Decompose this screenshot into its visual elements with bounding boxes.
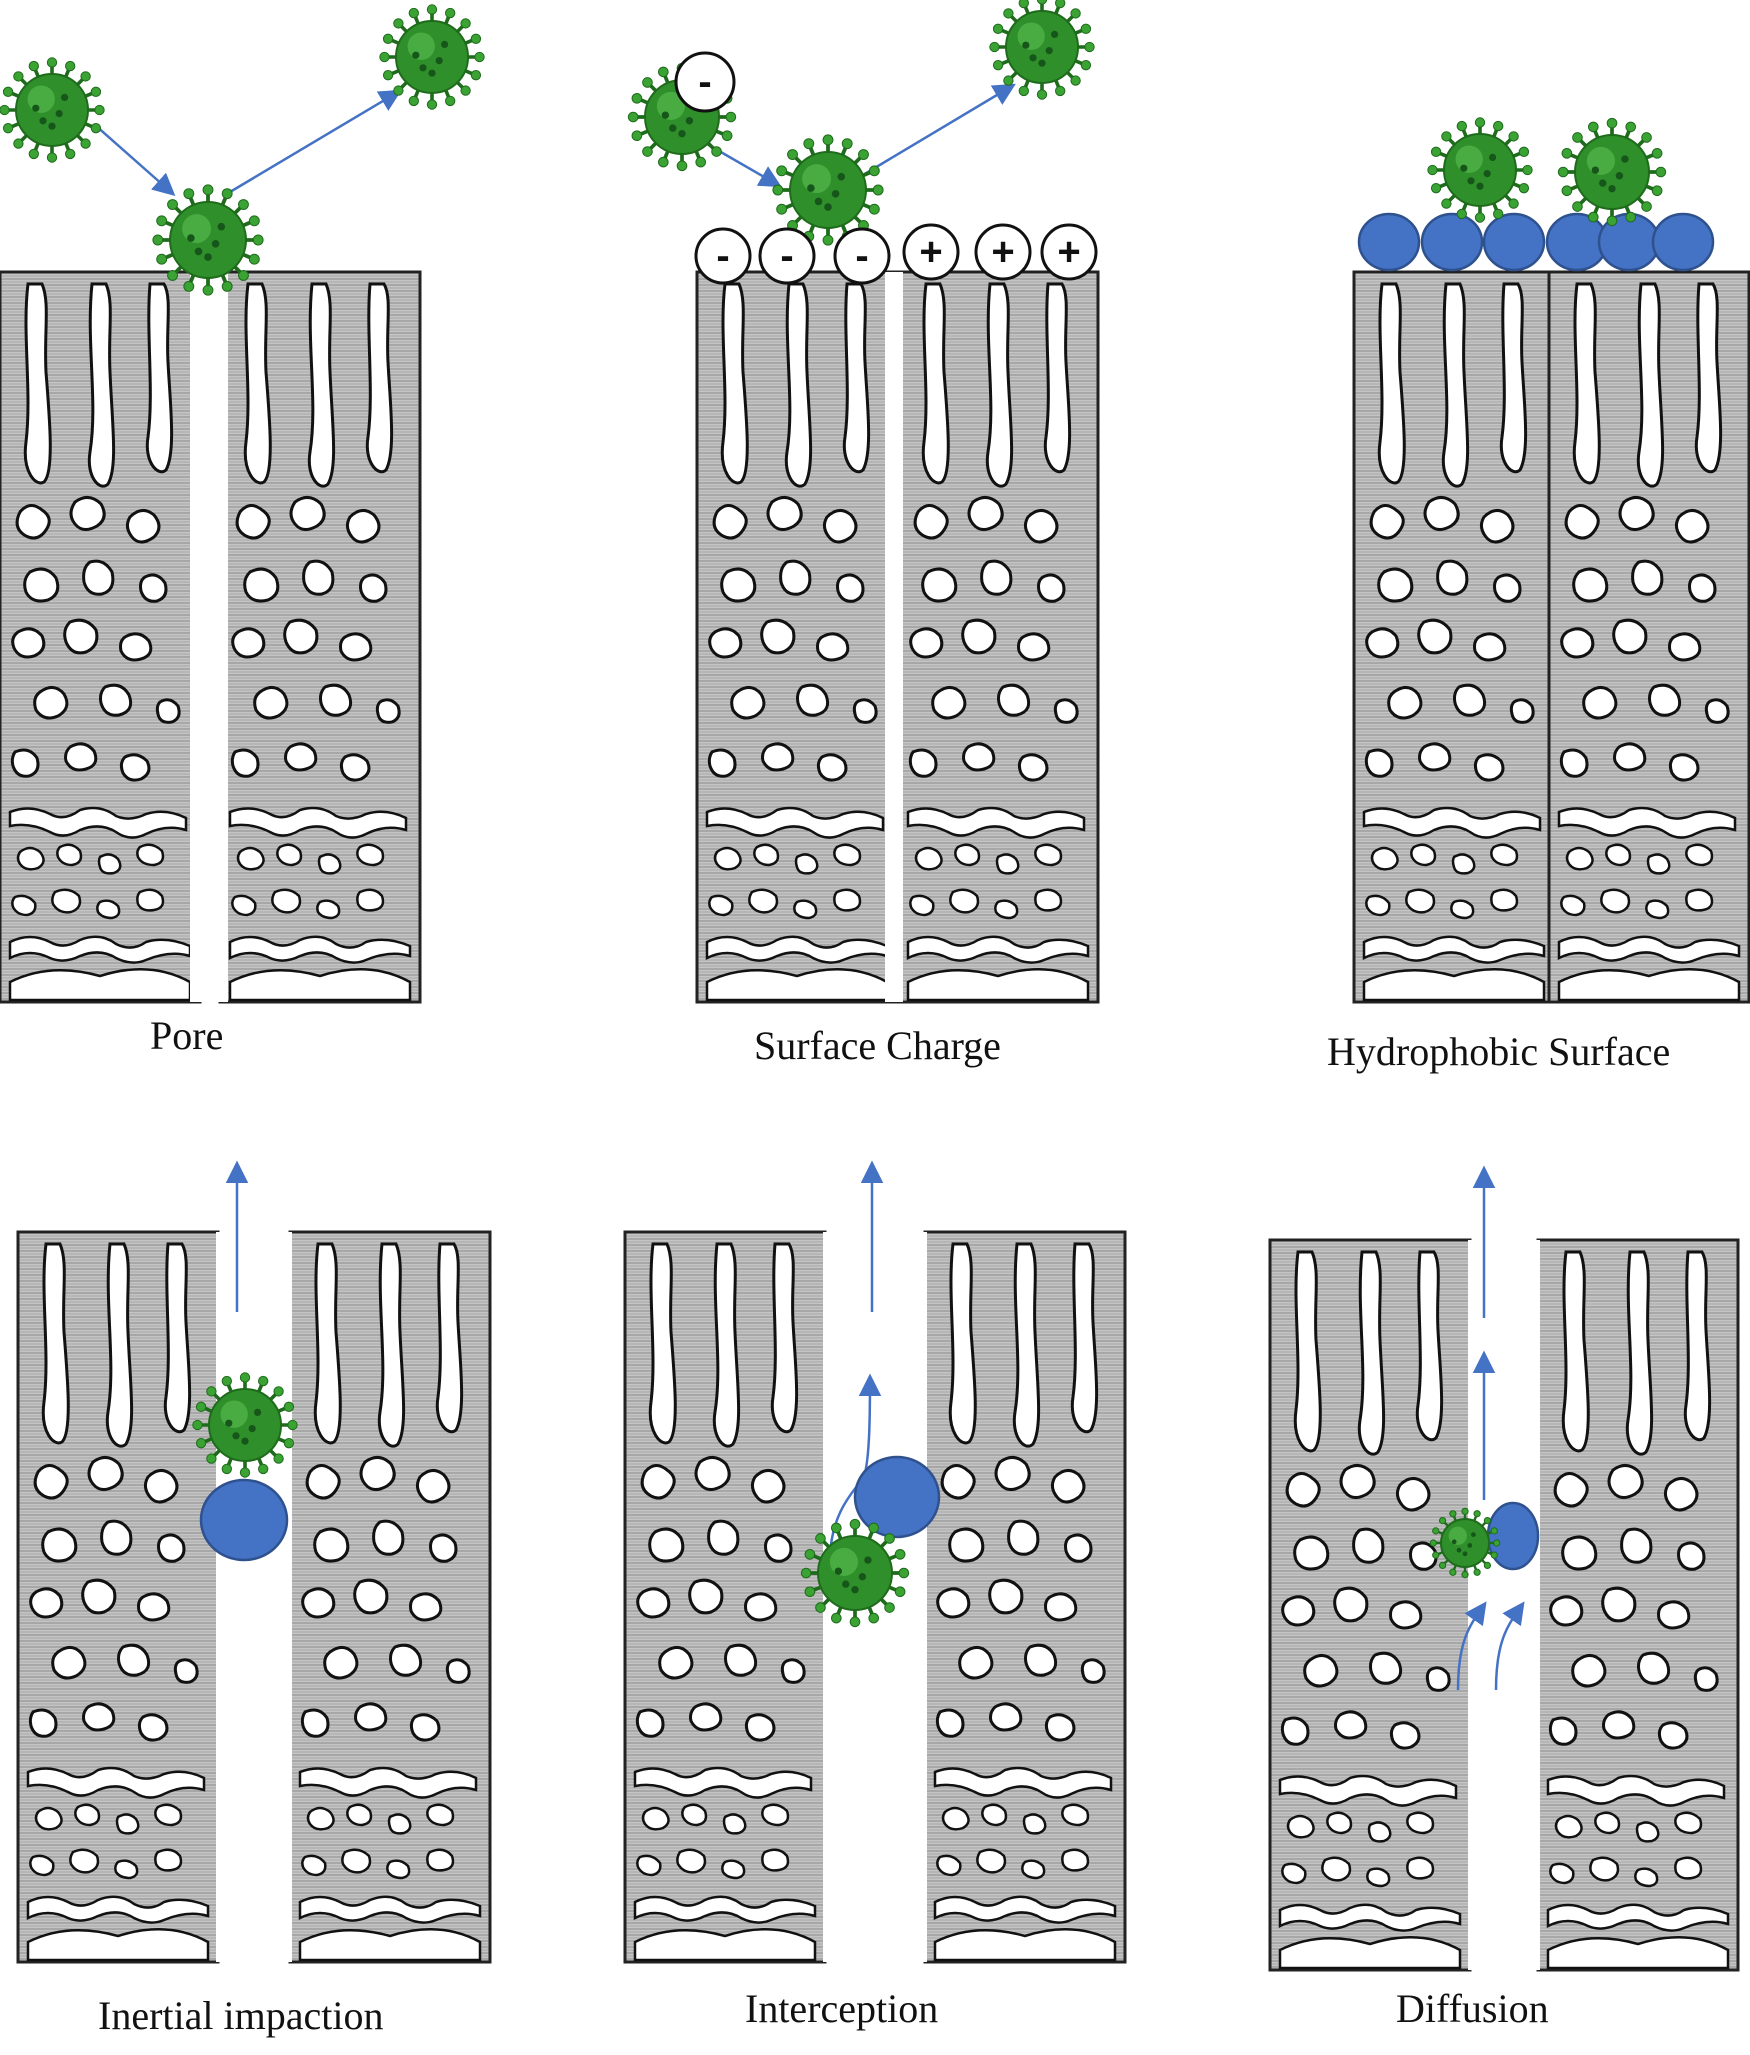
membrane-wall bbox=[896, 270, 1100, 1004]
arrow-icon bbox=[1456, 1601, 1487, 1691]
arrow-icon bbox=[229, 89, 402, 194]
virus-icon bbox=[1427, 117, 1533, 223]
minus-charge-icon: - bbox=[694, 227, 752, 285]
pore-channel bbox=[1468, 1240, 1540, 1970]
virus-layer bbox=[0, 0, 1667, 1628]
label-hydrophobic-surface: Hydrophobic Surface bbox=[1327, 1029, 1671, 1074]
charge-symbol: + bbox=[1057, 230, 1080, 274]
membrane-wall bbox=[1536, 1238, 1740, 1972]
pore-channel bbox=[885, 272, 903, 1002]
membrane-wall bbox=[288, 1230, 492, 1964]
particle-icon bbox=[1482, 212, 1546, 272]
plus-charge-icon: + bbox=[974, 223, 1032, 281]
arrow-icon bbox=[1494, 1601, 1525, 1691]
label-inertial-impaction: Inertial impaction bbox=[98, 1993, 384, 2038]
membrane-wall bbox=[1268, 1238, 1472, 1972]
arrow-icon bbox=[94, 124, 176, 196]
panel-diffusion bbox=[1268, 1165, 1740, 1972]
charge-symbol: + bbox=[919, 230, 942, 274]
label-diffusion: Diffusion bbox=[1396, 1986, 1549, 2031]
virus-icon bbox=[379, 4, 485, 110]
membrane-wall bbox=[1547, 270, 1750, 1004]
minus-charge-icon: - bbox=[758, 227, 816, 285]
pore-channel bbox=[190, 272, 228, 1002]
charge-symbol: - bbox=[855, 234, 868, 278]
particle-icon bbox=[1651, 212, 1715, 272]
virus-icon bbox=[989, 0, 1095, 100]
label-surface-charge: Surface Charge bbox=[754, 1023, 1001, 1068]
charge-symbol: - bbox=[780, 234, 793, 278]
virus-icon bbox=[1429, 1507, 1501, 1579]
panel-hydrophobic-surface bbox=[1352, 212, 1750, 1004]
arrow-icon bbox=[857, 83, 1016, 180]
minus-charge-icon: - bbox=[833, 227, 891, 285]
panel-inertial-impaction bbox=[16, 1160, 492, 1964]
virus-icon bbox=[1557, 117, 1667, 227]
membrane-wall bbox=[1352, 270, 1556, 1004]
charge-symbol: - bbox=[698, 60, 711, 104]
minus-charge-icon: - bbox=[674, 51, 736, 113]
plus-charge-icon: + bbox=[1040, 223, 1098, 281]
virus-icon bbox=[0, 57, 105, 163]
panel-pore bbox=[0, 89, 422, 1004]
particle-icon bbox=[1486, 1501, 1540, 1571]
membrane-wall bbox=[923, 1230, 1127, 1964]
charge-symbol: - bbox=[716, 234, 729, 278]
virus-icon bbox=[800, 1518, 910, 1628]
membrane-wall bbox=[0, 270, 202, 1004]
panel-surface-charge bbox=[695, 83, 1100, 1004]
virus-icon bbox=[192, 1372, 298, 1478]
membrane-wall bbox=[623, 1230, 827, 1964]
charge-symbol: + bbox=[991, 230, 1014, 274]
pore-channel bbox=[216, 1232, 292, 1962]
membrane-wall bbox=[218, 270, 422, 1004]
virus-icon bbox=[152, 184, 264, 296]
particle-icon bbox=[1357, 212, 1421, 272]
virus-icon bbox=[772, 134, 884, 246]
label-pore: Pore bbox=[150, 1013, 224, 1058]
particle-icon bbox=[199, 1478, 289, 1562]
charge-layer: - - - - + + + bbox=[674, 51, 1098, 285]
membrane-wall bbox=[16, 1230, 220, 1964]
particle-icon bbox=[1420, 212, 1484, 272]
membrane-wall bbox=[695, 270, 899, 1004]
label-interception: Interception bbox=[745, 1986, 939, 2031]
particle-layer bbox=[1357, 212, 1715, 272]
particle-icon bbox=[853, 1455, 941, 1539]
plus-charge-icon: + bbox=[902, 223, 960, 281]
